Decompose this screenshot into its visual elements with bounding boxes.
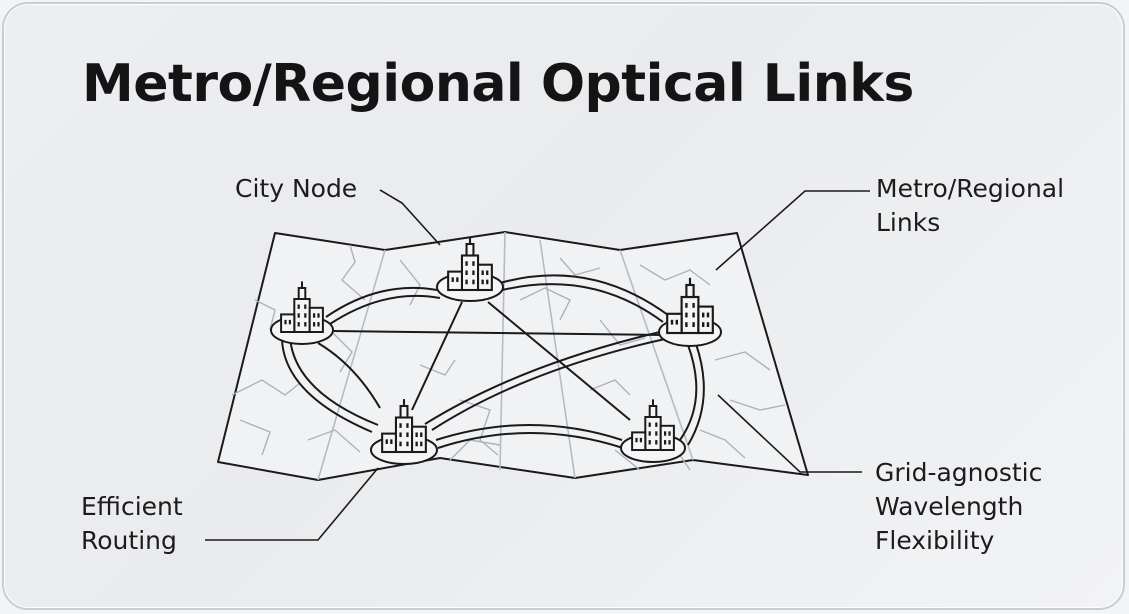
grid-agnostic-leader xyxy=(717,394,862,473)
efficient-routing-leader xyxy=(205,467,379,541)
page-title: Metro/Regional Optical Links xyxy=(82,54,914,114)
map-streets xyxy=(231,244,786,471)
city-node-leader xyxy=(379,189,441,246)
city-node-label: City Node xyxy=(235,174,358,203)
grid-agnostic-label: Grid-agnostic Wavelength Flexibility xyxy=(875,458,1043,555)
metro-links-label: Metro/Regional Links xyxy=(876,174,1065,237)
leader-lines xyxy=(205,189,870,541)
optical-links xyxy=(281,274,705,449)
efficient-routing-label: Efficient Routing xyxy=(81,492,183,555)
metro-links-leader xyxy=(715,190,870,271)
folded-map xyxy=(217,231,809,481)
